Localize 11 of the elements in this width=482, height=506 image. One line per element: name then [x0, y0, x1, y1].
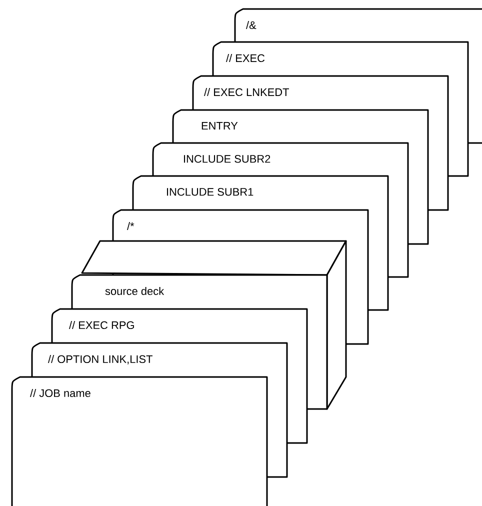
card-text: // JOB name	[30, 389, 90, 398]
card-text: // EXEC LNKEDT	[204, 88, 289, 96]
card-text: INCLUDE SUBR2	[184, 155, 270, 163]
card-text: source deck	[105, 287, 164, 296]
card-text: /*	[127, 222, 134, 230]
card-text: // EXEC	[226, 54, 265, 62]
card-text: INCLUDE SUBR1	[167, 188, 254, 196]
card-text: /&	[246, 21, 256, 30]
card-text: // OPTION LINK,LIST	[48, 355, 152, 364]
card-text: // EXEC RPG	[69, 321, 134, 330]
card-text: ENTRY	[202, 122, 238, 130]
